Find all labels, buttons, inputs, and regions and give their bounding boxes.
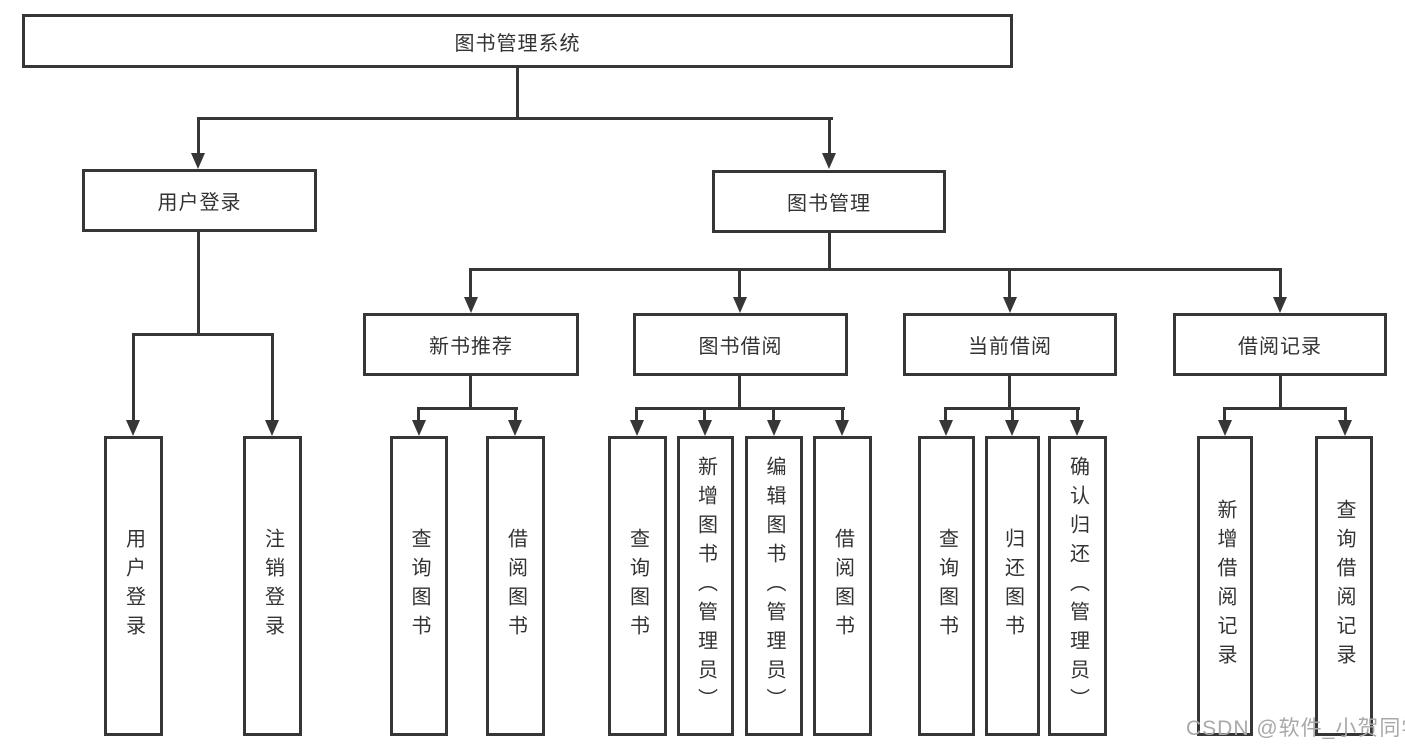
connector xyxy=(197,117,200,155)
connector xyxy=(635,407,638,421)
connector xyxy=(417,407,420,421)
node-book-management: 图书管理 xyxy=(712,170,946,233)
leaf-label: 借阅图书 xyxy=(831,528,854,644)
connector xyxy=(1008,268,1011,299)
arrowhead-icon xyxy=(698,420,712,436)
leaf-add-borrow-record: 新增借阅记录 xyxy=(1197,436,1253,736)
connector xyxy=(1008,374,1011,410)
leaf-label: 确认归还（管理员） xyxy=(1066,455,1089,717)
arrowhead-icon xyxy=(939,420,953,436)
leaf-label: 注销登录 xyxy=(261,528,284,644)
leaf-label: 新增借阅记录 xyxy=(1214,499,1236,673)
connector xyxy=(944,407,947,421)
leaf-label: 归还图书 xyxy=(1001,528,1024,644)
arrowhead-icon xyxy=(1273,297,1287,313)
connector xyxy=(514,407,517,421)
connector xyxy=(828,231,831,270)
arrowhead-icon xyxy=(630,420,644,436)
arrowhead-icon xyxy=(464,297,478,313)
leaf-label: 查询图书 xyxy=(935,528,958,644)
leaf-edit-book-admin: 编辑图书（管理员） xyxy=(745,436,803,736)
arrowhead-icon xyxy=(1005,420,1019,436)
arrowhead-icon xyxy=(1070,420,1084,436)
connector xyxy=(841,407,844,421)
connector xyxy=(635,407,845,410)
leaf-borrow-books-recommend: 借阅图书 xyxy=(486,436,545,736)
connector xyxy=(469,268,1282,271)
arrowhead-icon xyxy=(412,420,426,436)
leaf-query-books-recommend: 查询图书 xyxy=(390,436,448,736)
connector xyxy=(1011,407,1014,421)
connector xyxy=(1223,407,1347,410)
watermark: CSDN @软件_小贺同学 xyxy=(1186,717,1405,740)
node-label: 图书借阅 xyxy=(698,336,783,358)
node-label: 图书管理 xyxy=(787,193,871,215)
connector xyxy=(1279,374,1282,410)
arrowhead-icon xyxy=(265,420,279,436)
connector xyxy=(703,407,706,421)
leaf-label: 新增图书（管理员） xyxy=(694,455,717,717)
leaf-label: 编辑图书（管理员） xyxy=(763,455,785,717)
node-borrowing-records: 借阅记录 xyxy=(1173,313,1387,376)
connector xyxy=(197,117,833,120)
connector xyxy=(1076,407,1079,421)
connector xyxy=(469,268,472,299)
connector xyxy=(1223,407,1226,421)
leaf-user-login: 用户登录 xyxy=(104,436,163,736)
arrowhead-icon xyxy=(508,420,522,436)
connector xyxy=(828,117,831,155)
leaf-label: 查询借阅记录 xyxy=(1333,499,1355,673)
connector xyxy=(132,333,274,336)
arrowhead-icon xyxy=(835,420,849,436)
connector xyxy=(772,407,775,421)
leaf-query-books-current: 查询图书 xyxy=(918,436,975,736)
leaf-add-book-admin: 新增图书（管理员） xyxy=(677,436,734,736)
connector xyxy=(132,333,135,421)
leaf-logout: 注销登录 xyxy=(243,436,302,736)
node-user-login: 用户登录 xyxy=(82,169,317,232)
node-label: 图书管理系统 xyxy=(454,32,581,55)
connector xyxy=(1279,268,1282,299)
arrowhead-icon xyxy=(1338,420,1352,436)
node-book-borrowing: 图书借阅 xyxy=(633,313,848,376)
leaf-query-borrow-record: 查询借阅记录 xyxy=(1315,436,1373,736)
connector xyxy=(516,66,519,119)
connector xyxy=(271,333,274,421)
leaf-label: 查询图书 xyxy=(408,528,430,644)
arrowhead-icon xyxy=(1003,297,1017,313)
node-label: 借阅记录 xyxy=(1238,336,1322,358)
leaf-label: 用户登录 xyxy=(122,528,145,644)
leaf-query-books-borrowing: 查询图书 xyxy=(608,436,667,736)
leaf-label: 查询图书 xyxy=(626,528,649,644)
leaf-label: 借阅图书 xyxy=(504,528,527,644)
node-new-book-recommend: 新书推荐 xyxy=(363,313,579,376)
leaf-confirm-return-admin: 确认归还（管理员） xyxy=(1048,436,1107,736)
node-library-system: 图书管理系统 xyxy=(22,14,1013,68)
node-label: 当前借阅 xyxy=(968,336,1052,358)
arrowhead-icon xyxy=(733,297,747,313)
arrowhead-icon xyxy=(767,420,781,436)
connector xyxy=(417,407,518,410)
connector xyxy=(738,374,741,410)
node-current-borrowing: 当前借阅 xyxy=(903,313,1117,376)
node-label: 用户登录 xyxy=(157,192,242,214)
leaf-return-books: 归还图书 xyxy=(985,436,1040,736)
node-label: 新书推荐 xyxy=(429,336,513,358)
connector xyxy=(738,268,741,299)
arrowhead-icon xyxy=(1218,420,1232,436)
connector xyxy=(1344,407,1347,421)
connector xyxy=(469,374,472,410)
arrowhead-icon xyxy=(126,420,140,436)
arrowhead-icon xyxy=(191,153,205,169)
arrowhead-icon xyxy=(822,153,836,169)
leaf-borrow-books: 借阅图书 xyxy=(813,436,872,736)
connector xyxy=(197,230,200,336)
